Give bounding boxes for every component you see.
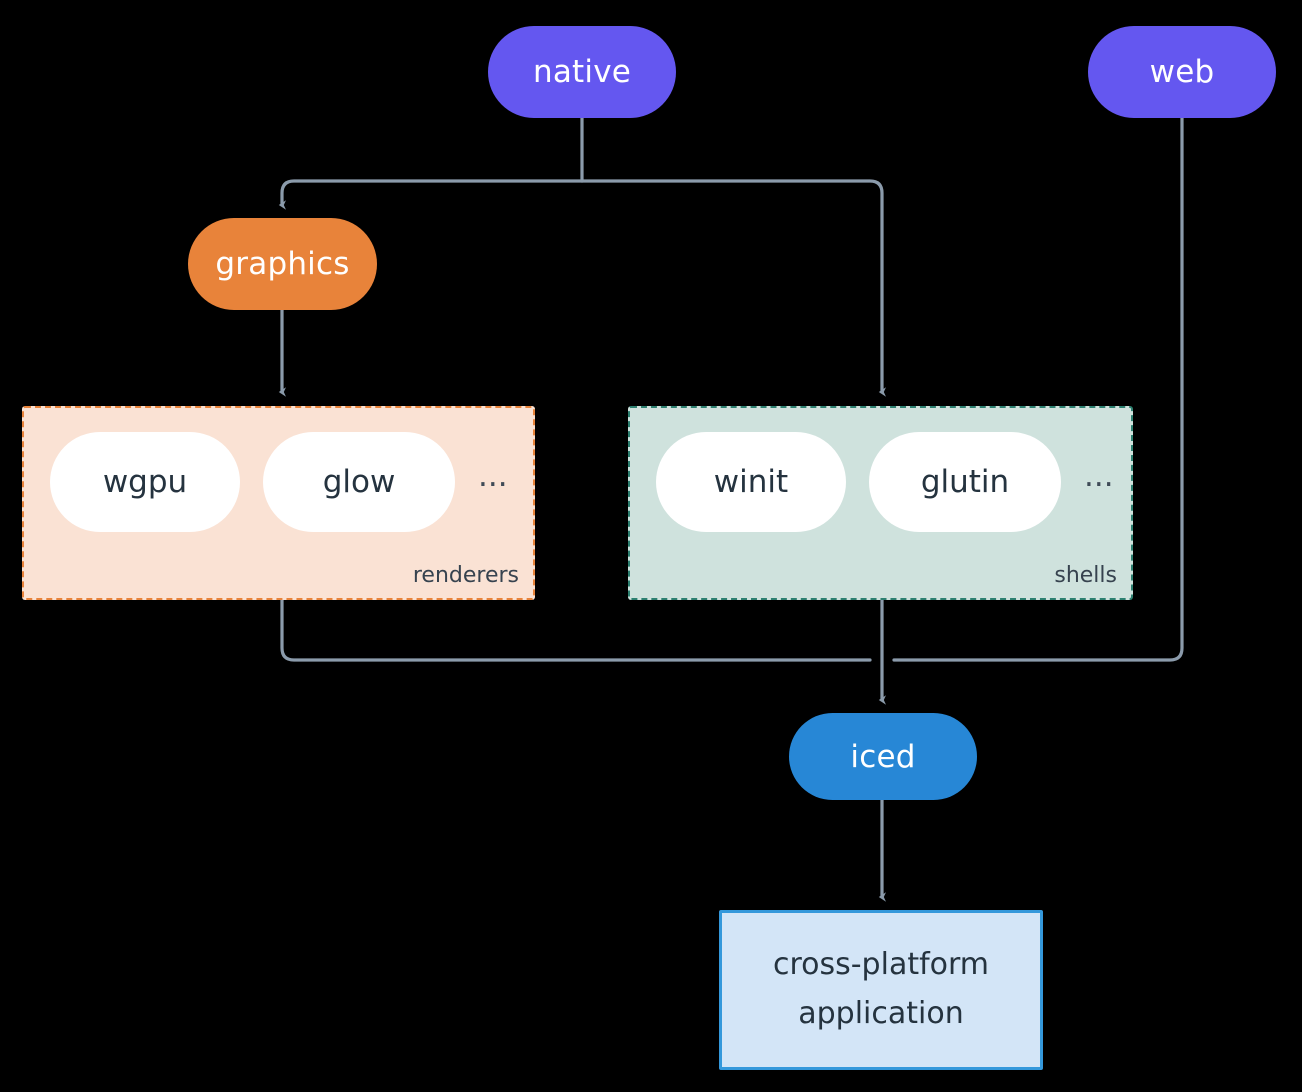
node-cross-platform-application[interactable]: cross-platform application: [719, 910, 1043, 1070]
item-winit[interactable]: winit: [656, 432, 846, 532]
node-iced[interactable]: iced: [789, 713, 977, 800]
node-native[interactable]: native: [488, 26, 676, 118]
item-glutin[interactable]: glutin: [869, 432, 1061, 532]
edge-native-shells: [580, 179, 887, 397]
group-shells-label: shells: [1054, 563, 1117, 588]
node-iced-label: iced: [850, 738, 916, 775]
item-winit-label: winit: [713, 464, 789, 500]
item-wgpu[interactable]: wgpu: [50, 432, 240, 532]
node-web-label: web: [1149, 54, 1215, 90]
renderers-ellipsis: ...: [478, 457, 508, 494]
node-web[interactable]: web: [1088, 26, 1276, 118]
group-shells-items: winit glutin ...: [630, 432, 1114, 532]
group-renderers-items: wgpu glow ...: [24, 432, 508, 532]
group-renderers-label: renderers: [412, 563, 519, 588]
item-glow[interactable]: glow: [263, 432, 455, 532]
node-graphics-label: graphics: [215, 246, 350, 282]
node-native-label: native: [532, 54, 632, 90]
node-graphics[interactable]: graphics: [188, 218, 377, 310]
application-line-2: application: [798, 996, 964, 1031]
edge-renderers-iced: [280, 598, 872, 662]
group-renderers: wgpu glow ... renderers: [22, 406, 535, 600]
application-line-1: cross-platform: [772, 947, 990, 983]
shells-ellipsis: ...: [1084, 457, 1114, 494]
item-glow-label: glow: [322, 464, 396, 500]
group-shells: winit glutin ... shells: [628, 406, 1133, 600]
item-glutin-label: glutin: [920, 464, 1010, 500]
edge-native-graphics: [278, 179, 584, 210]
item-wgpu-label: wgpu: [102, 464, 188, 500]
